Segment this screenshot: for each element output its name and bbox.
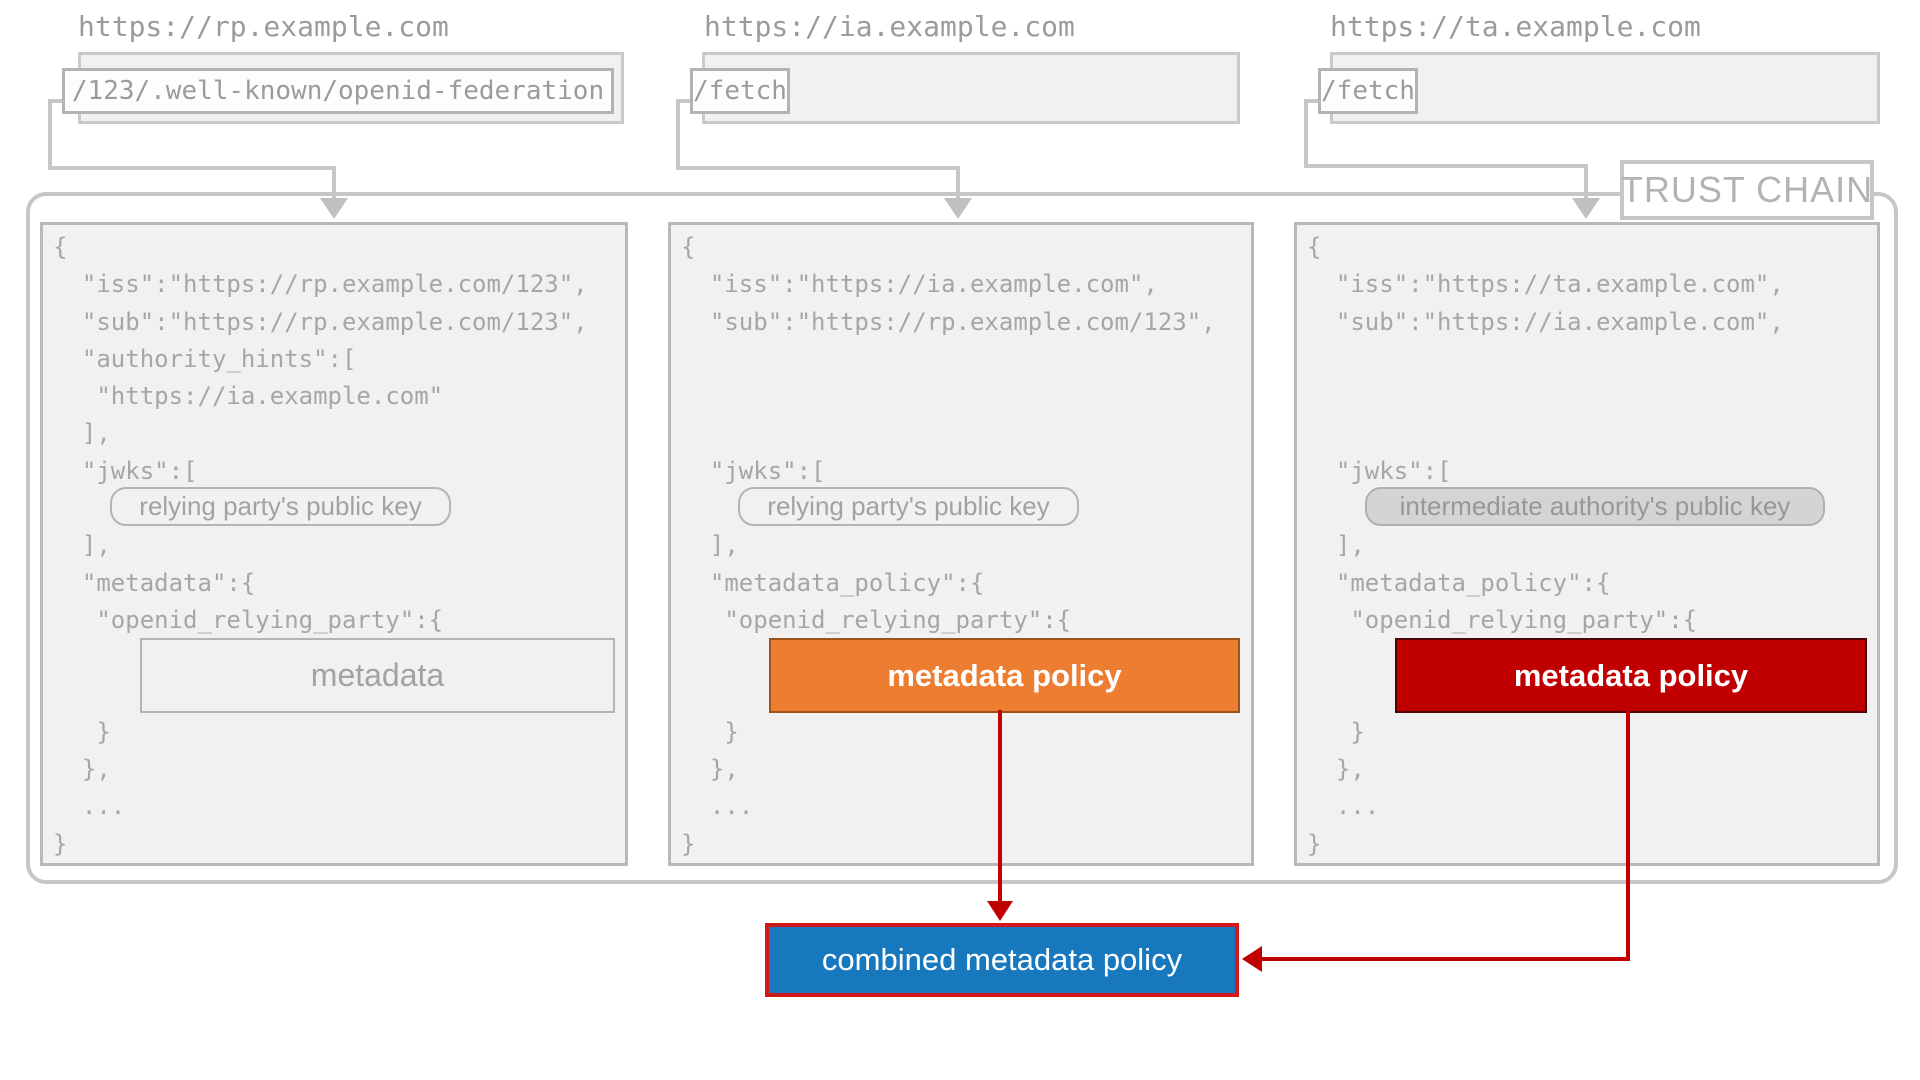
ta-entity-statement: { "iss":"https://ta.example.com", "sub":… — [1294, 222, 1880, 866]
ta-subject-public-key-placeholder: intermediate authority's public key — [1365, 487, 1825, 526]
ia-base-url-label: https://ia.example.com — [704, 10, 1075, 43]
ia-metadata-policy-box: metadata policy — [769, 638, 1240, 713]
ia-subject-public-key-placeholder: relying party's public key — [738, 487, 1079, 526]
combined-metadata-policy-box: combined metadata policy — [765, 923, 1239, 997]
ia-entity-statement-json: { "iss":"https://ia.example.com", "sub":… — [681, 233, 1216, 858]
trust-chain-container — [26, 192, 1898, 884]
ia-entity-statement: { "iss":"https://ia.example.com", "sub":… — [668, 222, 1254, 866]
ia-fetch-endpoint: /fetch — [690, 68, 790, 114]
ta-fetch-endpoint: /fetch — [1318, 68, 1418, 114]
rp-metadata-placeholder: metadata — [140, 638, 615, 713]
rp-entity-statement-json: { "iss":"https://rp.example.com/123", "s… — [53, 233, 588, 858]
ta-base-url-label: https://ta.example.com — [1330, 10, 1701, 43]
red-arrow-down-icon — [987, 901, 1013, 921]
trust-chain-label: TRUST CHAIN — [1620, 160, 1874, 220]
ta-entity-statement-json: { "iss":"https://ta.example.com", "sub":… — [1307, 233, 1784, 858]
red-arrow-left-icon — [1242, 946, 1262, 972]
rp-public-key-placeholder: relying party's public key — [110, 487, 451, 526]
ta-metadata-policy-box: metadata policy — [1395, 638, 1867, 713]
rp-federation-endpoint: /123/.well-known/openid-federation — [62, 68, 614, 114]
rp-entity-statement: { "iss":"https://rp.example.com/123", "s… — [40, 222, 628, 866]
rp-base-url-label: https://rp.example.com — [78, 10, 449, 43]
